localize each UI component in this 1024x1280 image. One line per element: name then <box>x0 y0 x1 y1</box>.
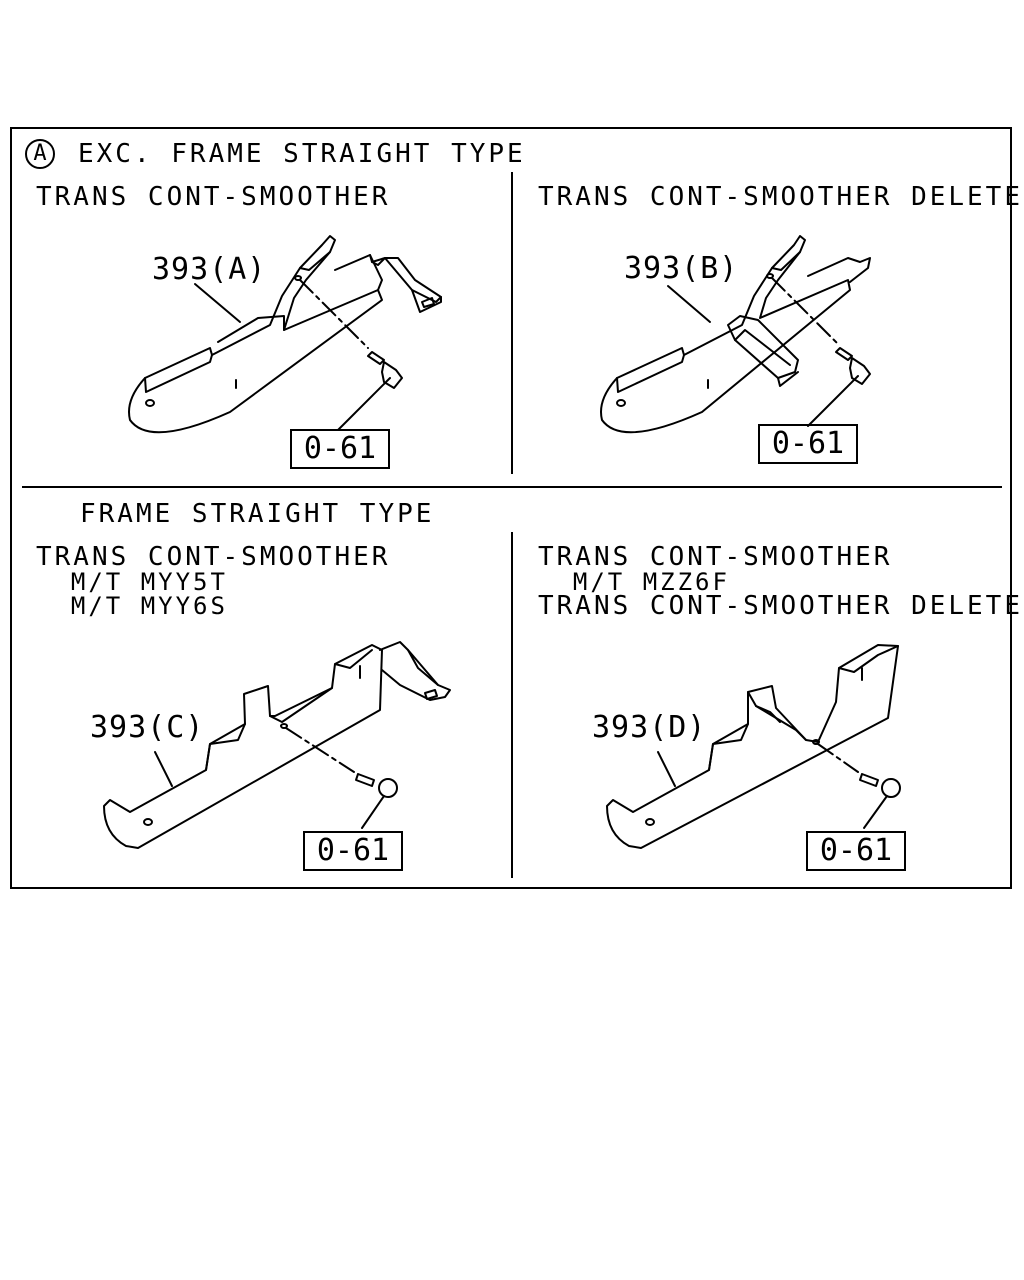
ref-box-a: 0-61 <box>290 429 390 469</box>
part-label-d: 393(D) <box>592 710 707 745</box>
panel-d-title-2: TRANS CONT-SMOOTHER DELETE <box>538 591 1023 621</box>
part-label-c: 393(C) <box>90 710 205 745</box>
panel-d-title: TRANS CONT-SMOOTHER <box>538 542 893 572</box>
part-label-a: 393(A) <box>152 252 267 287</box>
frame-straight-header: FRAME STRAIGHT TYPE <box>80 499 435 529</box>
ref-box-d: 0-61 <box>806 831 906 871</box>
section-divider <box>22 486 1002 488</box>
section-header: EXC. FRAME STRAIGHT TYPE <box>78 139 526 169</box>
panel-b-title: TRANS CONT-SMOOTHER DELETE <box>538 182 1023 212</box>
panel-c-subtitle-2: M/T MYY6S <box>36 592 228 620</box>
part-label-b: 393(B) <box>624 251 739 286</box>
bottom-column-divider <box>511 532 513 878</box>
bracket-c-drawing <box>103 641 451 849</box>
panel-c-title: TRANS CONT-SMOOTHER <box>36 542 391 572</box>
panel-a-title: TRANS CONT-SMOOTHER <box>36 182 391 212</box>
bracket-a-drawing <box>128 235 442 434</box>
top-column-divider <box>511 172 513 474</box>
panel-d-subtitle: M/T MZZ6F <box>538 568 730 596</box>
bracket-b-drawing <box>600 235 871 434</box>
bracket-d-drawing <box>606 644 901 849</box>
section-marker: A <box>25 139 55 169</box>
diagram-frame <box>10 127 1012 889</box>
ref-box-c: 0-61 <box>303 831 403 871</box>
panel-c-subtitle-1: M/T MYY5T <box>36 568 228 596</box>
